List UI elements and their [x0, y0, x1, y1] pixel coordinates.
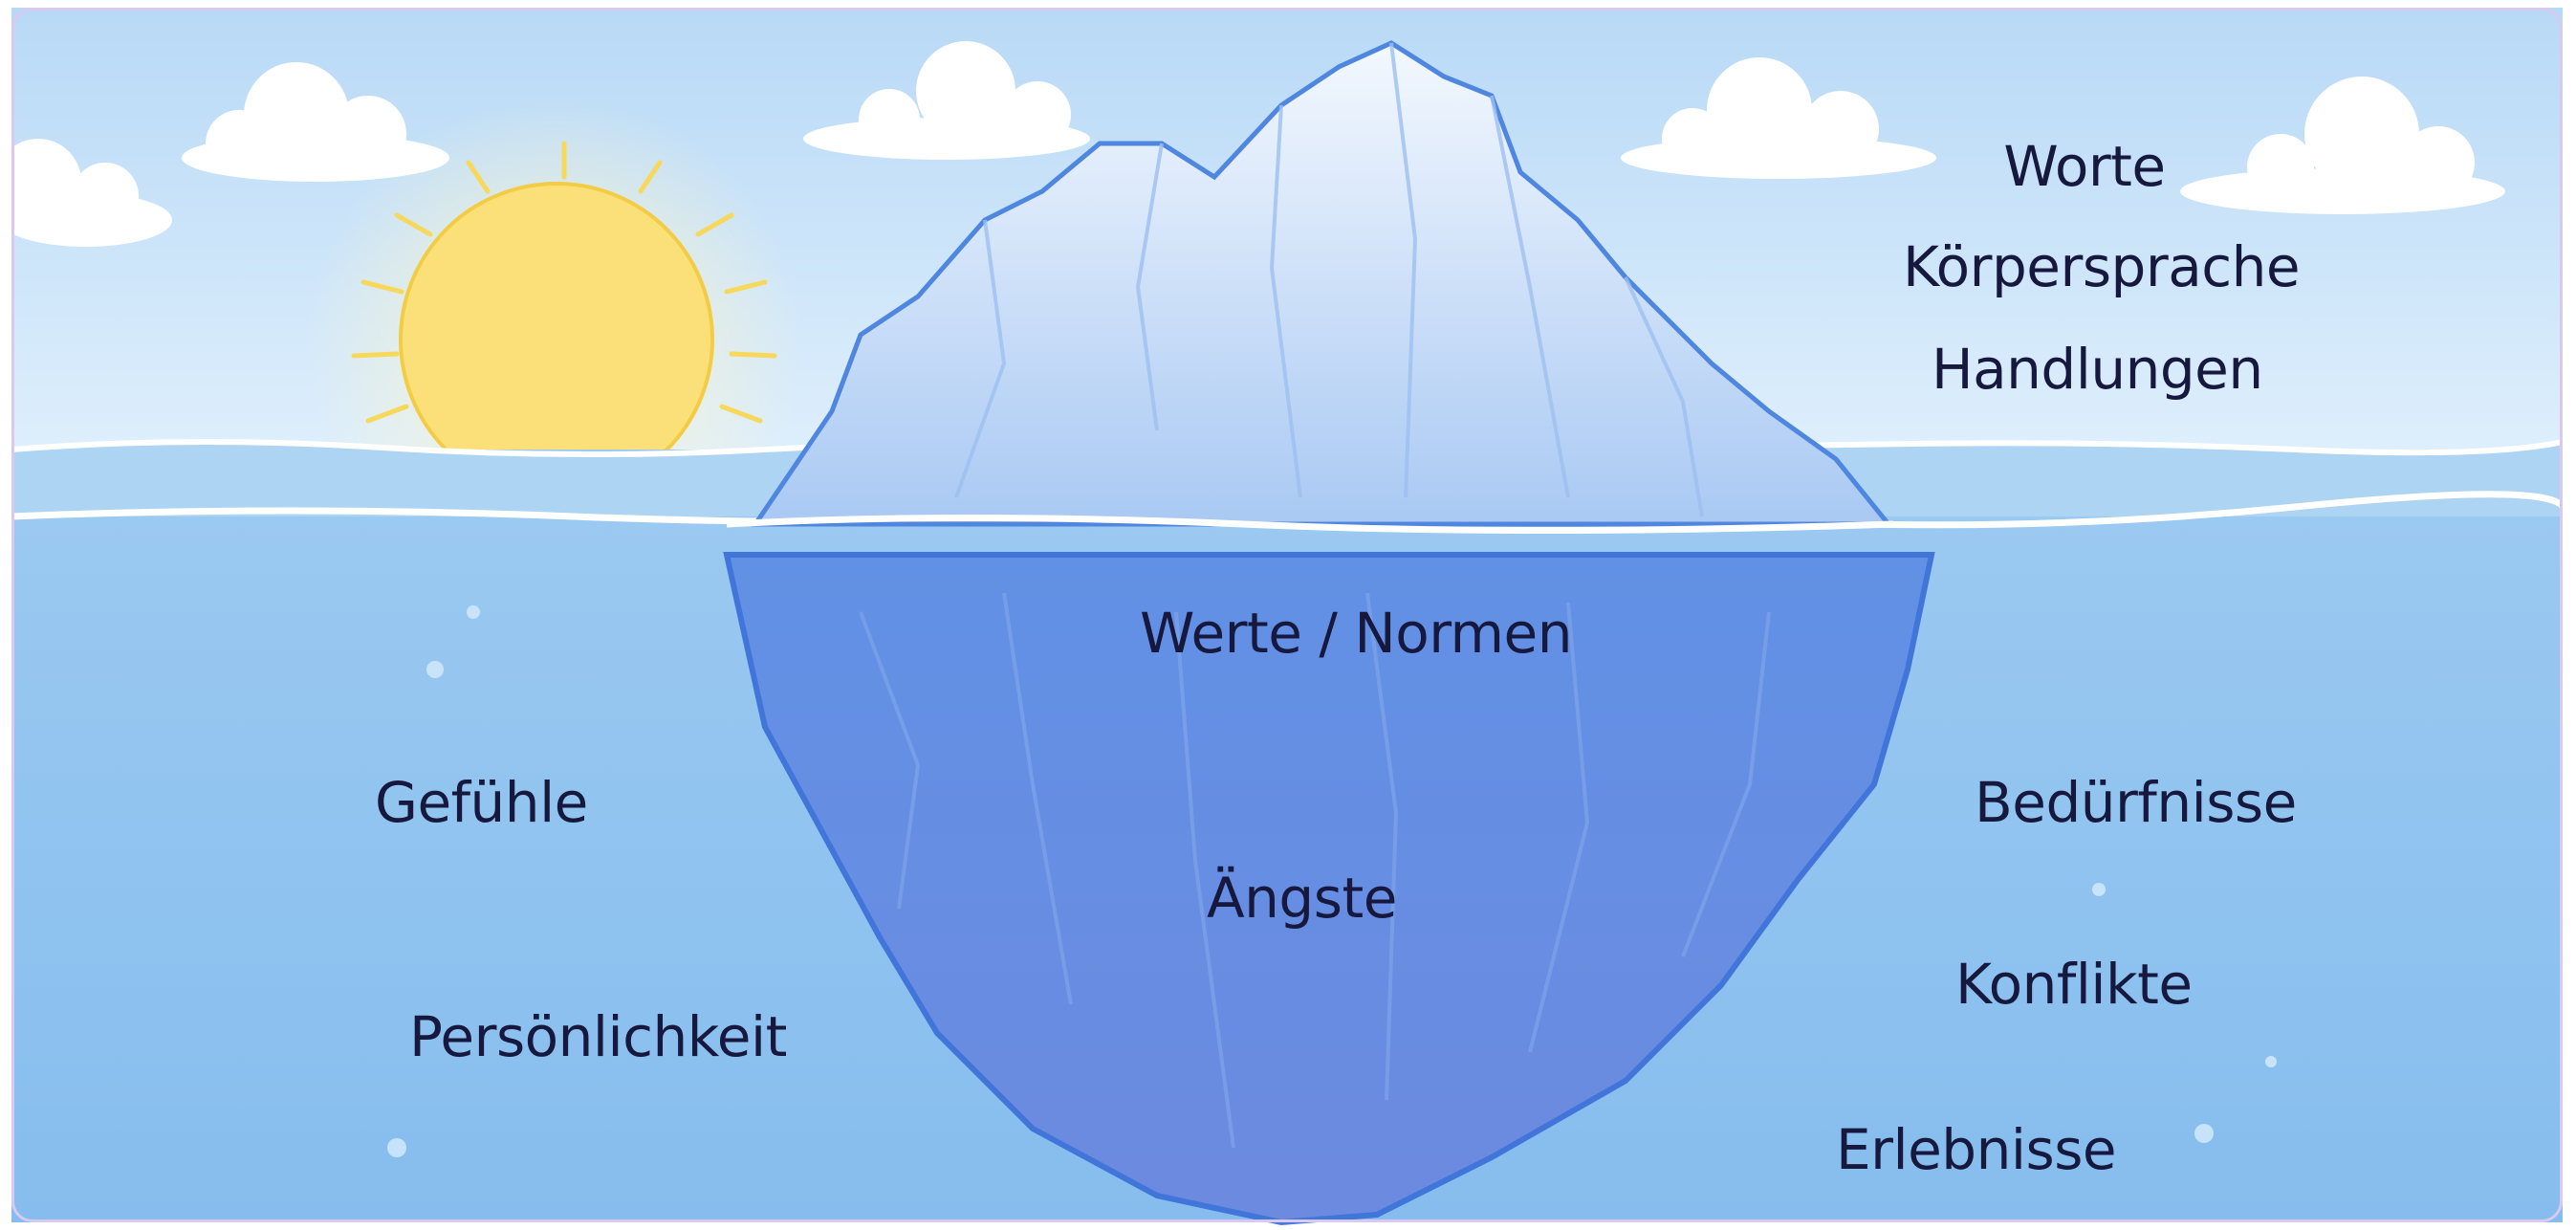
label-konflikte: Konflikte: [1955, 952, 2193, 1017]
label-persoenlichkeit: Persönlichkeit: [409, 1004, 787, 1069]
label-koerpersprache: Körpersprache: [1903, 234, 2285, 299]
label-handlungen: Handlungen: [1932, 337, 2257, 402]
label-erlebnisse: Erlebnisse: [1836, 1117, 2116, 1182]
label-beduerfnisse: Bedürfnisse: [1975, 770, 2297, 835]
label-gefuehle: Gefühle: [375, 770, 588, 835]
label-worte: Worte: [1979, 134, 2190, 199]
label-werte-normen: Werte / Normen: [1140, 601, 1572, 666]
label-aengste: Ängste: [1207, 866, 1397, 931]
